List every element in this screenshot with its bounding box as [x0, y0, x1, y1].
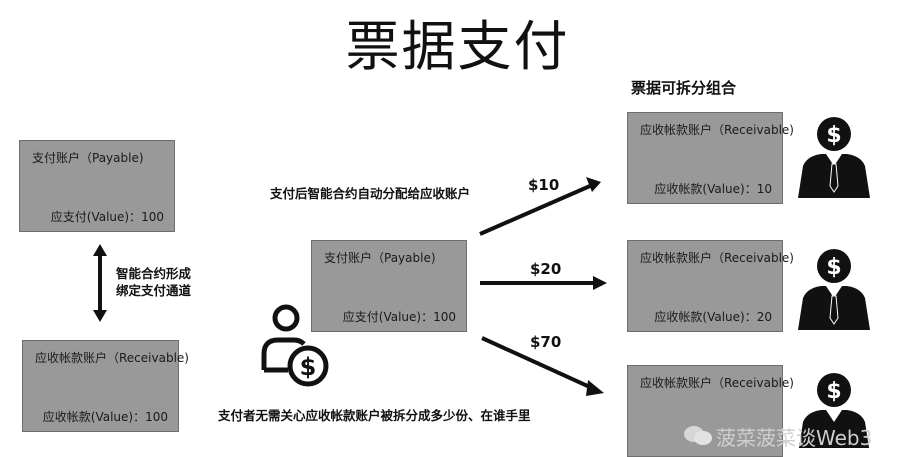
channel-note-line-1: 智能合约形成: [116, 266, 192, 281]
amount-20: $20: [530, 260, 562, 278]
left-receivable-box: 应收帐款账户（Receivable) 应收帐款(Value)：100: [22, 340, 189, 432]
receivable-box-value: 应收帐款(Value)：100: [42, 410, 168, 424]
svg-text:$: $: [300, 353, 317, 381]
receivable-box-title: 应收帐款账户（Receivable): [640, 376, 794, 390]
businessman-dollar-icon: $: [795, 116, 873, 198]
receivable-box-value: 应收帐款(Value)：10: [654, 182, 772, 196]
left-payable-box: 支付账户（Payable) 应支付(Value)：100: [19, 140, 175, 232]
arrow-70: [481, 336, 593, 390]
receivable-box-title: 应收帐款账户（Receivable): [640, 123, 794, 137]
split-receivable-box-1: 应收帐款账户（Receivable) 应收帐款(Value)：10: [627, 112, 794, 204]
combo-title: 票据可拆分组合: [631, 79, 737, 97]
wechat-icon: [683, 424, 713, 450]
center-payable-box: 支付账户（Payable) 应支付(Value)：100: [311, 240, 467, 332]
double-arrow-icon: [93, 244, 107, 322]
businessman-dollar-icon: $: [795, 372, 873, 448]
split-receivable-box-2: 应收帐款账户（Receivable) 应收帐款(Value)：20: [627, 240, 794, 332]
split-arrows: [479, 177, 607, 396]
payable-box-value: 应支付(Value)：100: [50, 210, 164, 224]
amount-70: $70: [530, 333, 562, 351]
payable-box-title: 支付账户（Payable): [324, 251, 436, 265]
payer-coin-icon: $: [260, 304, 332, 388]
receivable-box-title: 应收帐款账户（Receivable): [35, 351, 189, 365]
amount-10: $10: [528, 176, 560, 194]
payer-note: 支付者无需关心应收帐款账户被拆分成多少份、在谁手里: [218, 408, 531, 423]
svg-text:$: $: [826, 123, 841, 148]
receivable-box-value: 应收帐款(Value)：20: [654, 310, 772, 324]
arrow-10: [479, 184, 591, 236]
svg-text:$: $: [826, 379, 841, 404]
watermark-text: 菠菜菠菜谈Web3: [716, 426, 873, 450]
payable-box-title: 支付账户（Payable): [32, 151, 144, 165]
channel-note-line-2: 绑定支付通道: [116, 283, 192, 298]
page-title: 票据支付: [345, 15, 570, 78]
businessman-dollar-icon: $: [795, 248, 873, 330]
payable-box-value: 应支付(Value)：100: [342, 310, 456, 324]
auto-allocate-note: 支付后智能合约自动分配给应收账户: [270, 186, 471, 201]
svg-text:$: $: [826, 255, 841, 280]
receivable-box-title: 应收帐款账户（Receivable): [640, 251, 794, 265]
